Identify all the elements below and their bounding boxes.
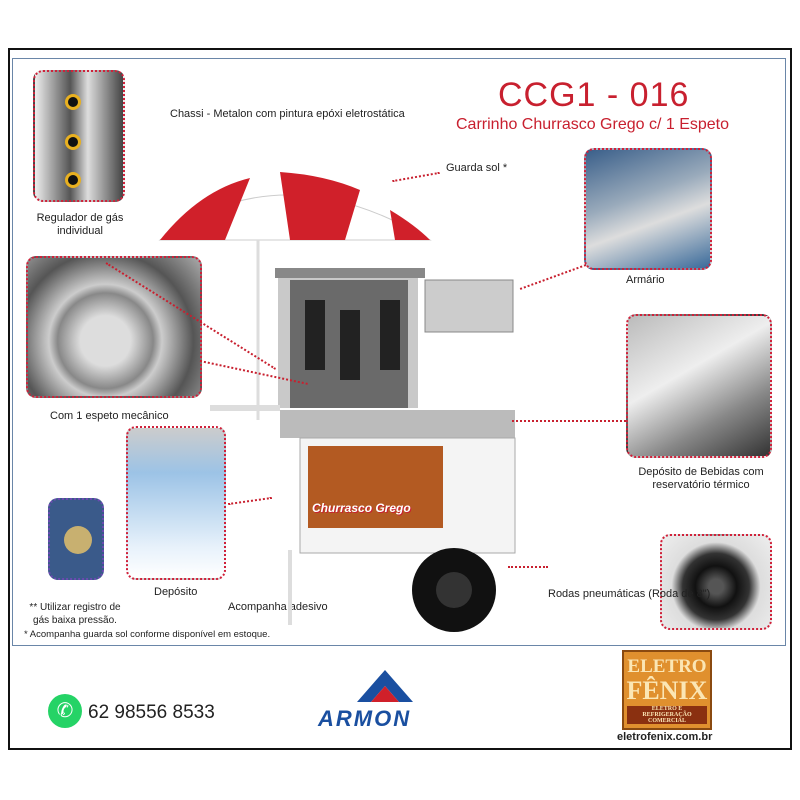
label-adesivo: Acompanha adesivo <box>228 601 328 613</box>
logo-line1: ELETRO <box>627 656 707 677</box>
photo-rodas <box>660 534 772 630</box>
product-name: Carrinho Churrasco Grego c/ 1 Espeto <box>456 116 730 133</box>
photo-deposito-bebidas <box>626 314 772 458</box>
product-code: CCG1 - 016 <box>498 76 690 114</box>
label-rodas: Rodas pneumáticas (Roda de 8") <box>548 588 711 600</box>
cart-sticker-text: Churrasco Grego <box>312 501 411 515</box>
label-armario: Armário <box>626 274 665 286</box>
photo-gas-valve <box>48 498 104 580</box>
note-gas: ** Utilizar registro de gás baixa pressã… <box>29 602 121 626</box>
label-guarda-sol: Guarda sol * <box>446 162 508 174</box>
arrow-rodas <box>508 566 548 568</box>
website-link[interactable]: eletrofenix.com.br <box>617 731 713 743</box>
arrow-bebidas <box>512 420 626 422</box>
label-deposito-bebidas: Depósito de Bebidas com reservatório tér… <box>638 466 764 491</box>
label-espeto: Com 1 espeto mecânico <box>50 410 169 422</box>
photo-deposito <box>126 426 226 580</box>
whatsapp-icon: ✆ <box>48 694 82 728</box>
armon-logo-text: ARMON <box>318 706 412 731</box>
label-deposito: Depósito <box>154 586 198 598</box>
ad-frame <box>8 48 792 750</box>
note-umbrella: * Acompanha guarda sol conforme disponív… <box>24 629 271 640</box>
eletro-fenix-logo: ELETRO FÊNIX ELETRO E REFRIGERAÇÃO COMER… <box>622 650 712 730</box>
photo-armario <box>584 148 712 270</box>
photo-espeto <box>26 256 202 398</box>
photo-gas-regulator <box>33 70 125 202</box>
logo-tagline: ELETRO E REFRIGERAÇÃO COMERCIAL <box>627 706 707 724</box>
logo-line2: FÊNIX <box>626 676 708 705</box>
armon-logo-mark <box>357 670 413 702</box>
label-regulador: Regulador de gás individual <box>36 212 124 237</box>
label-chassi: Chassi - Metalon com pintura epóxi eletr… <box>170 108 405 120</box>
phone-number: 62 98556 8533 <box>88 702 215 723</box>
cart-illustration <box>158 172 516 632</box>
